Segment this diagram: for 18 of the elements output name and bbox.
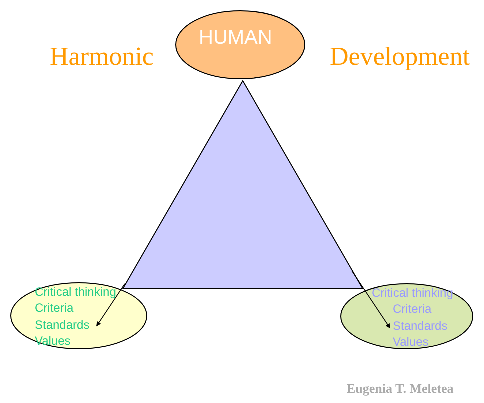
node-text: HUMAN bbox=[199, 28, 272, 48]
node-text: Standards bbox=[35, 319, 90, 331]
node-text: Values bbox=[393, 336, 429, 348]
ellipse-node bbox=[340, 283, 474, 350]
node-text: Standards bbox=[393, 320, 448, 332]
node-text: Values bbox=[35, 335, 71, 347]
label-text: Eugenia T. Meletea bbox=[347, 382, 454, 395]
node-text: Critical thinking bbox=[372, 287, 454, 299]
triangle-shape bbox=[122, 80, 364, 290]
node-text: Criteria bbox=[393, 303, 432, 315]
label-text: Harmonic bbox=[50, 44, 154, 70]
node-text: Critical thinking bbox=[35, 286, 116, 298]
arrow bbox=[352, 270, 390, 329]
arrow bbox=[96, 284, 126, 327]
ellipse-node bbox=[175, 10, 306, 80]
node-text: Criteria bbox=[35, 302, 74, 314]
label-text: Development bbox=[330, 44, 470, 70]
ellipse-node bbox=[10, 282, 148, 350]
